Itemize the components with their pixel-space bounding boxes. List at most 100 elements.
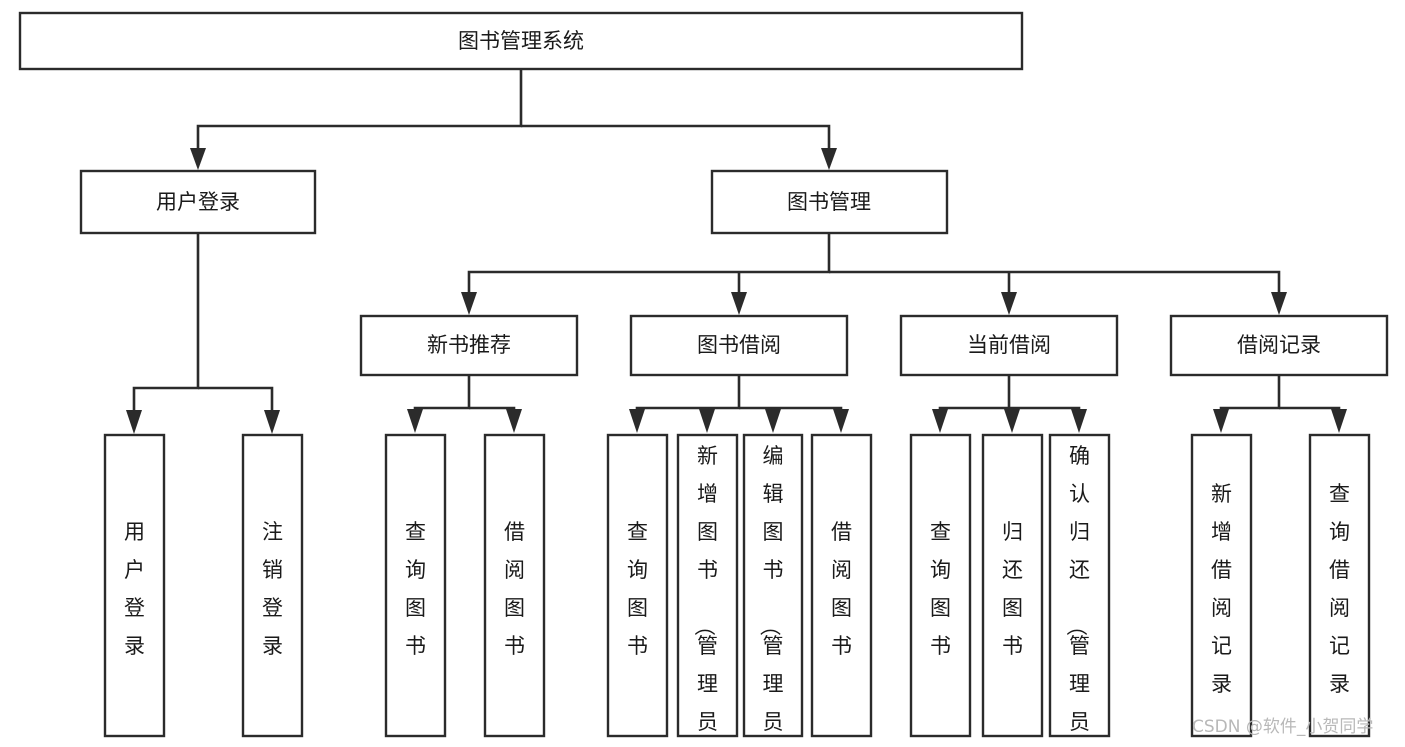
leaf-node-label: 编辑图书（管理员） xyxy=(758,444,784,747)
arrowhead-leaf-confirm-return xyxy=(1071,409,1087,433)
leaf-node-box xyxy=(1308,433,1371,738)
watermark-label: CSDN @软件_小贺同学 xyxy=(1192,717,1373,737)
leaf-node[interactable]: 查询借阅记录 xyxy=(1308,433,1371,738)
connector-root-to-book-management xyxy=(521,124,831,148)
node-new-book-recommend[interactable]: 新书推荐 xyxy=(359,314,579,377)
connector-group-root xyxy=(190,69,837,170)
leaf-node-layer: 用户登录 注销登录 查询图书 借阅图书 查询图书 新增图书（管理员） 编辑图书（管理员） 借阅… xyxy=(103,433,1371,747)
arrowhead-leaf-add-book xyxy=(699,409,715,433)
connector-br-to-query-record xyxy=(1279,406,1341,414)
arrowhead-leaf-query-book-1 xyxy=(407,409,423,433)
connector-group-current-borrow xyxy=(932,375,1087,433)
connector-nbr-to-query-book xyxy=(413,375,471,414)
node-user-login-label: 用户登录 xyxy=(156,190,240,214)
node-borrow-record[interactable]: 借阅记录 xyxy=(1169,314,1389,377)
connector-userlogin-to-leaf1 xyxy=(132,233,200,412)
leaf-node-label: 借阅图书 xyxy=(504,520,525,658)
leaf-node[interactable]: 新增图书（管理员） xyxy=(676,433,739,747)
arrowhead-leaf-query-book-3 xyxy=(932,409,948,433)
leaf-node-label: 借阅图书 xyxy=(831,520,852,658)
leaf-node[interactable]: 新增借阅记录 xyxy=(1190,433,1253,738)
connector-cb-to-query-book xyxy=(938,375,1011,414)
connector-userlogin-to-leaf2 xyxy=(198,386,274,412)
node-book-management-label: 图书管理 xyxy=(787,190,871,214)
leaf-node-label: 确认归还（管理员） xyxy=(1064,444,1090,747)
leaf-node-box xyxy=(981,433,1044,738)
node-user-login[interactable]: 用户登录 xyxy=(79,169,317,235)
leaf-node[interactable]: 借阅图书 xyxy=(483,433,546,738)
leaf-node-box xyxy=(1048,433,1111,738)
node-new-book-recommend-box xyxy=(359,314,579,377)
arrowhead-leaf-edit-book xyxy=(765,409,781,433)
arrowhead-leaf-logout xyxy=(264,410,280,434)
connector-root-to-user-login xyxy=(196,69,523,148)
node-book-borrow-label: 图书借阅 xyxy=(697,333,781,357)
leaf-node-label: 用户登录 xyxy=(124,520,145,658)
connector-bm-to-new-book xyxy=(467,233,831,294)
arrowhead-leaf-user-login xyxy=(126,410,142,434)
leaf-node[interactable]: 查询图书 xyxy=(909,433,972,738)
node-book-borrow[interactable]: 图书借阅 xyxy=(629,314,849,377)
arrowhead-leaf-return-book xyxy=(1004,409,1020,433)
leaf-node[interactable]: 借阅图书 xyxy=(810,433,873,738)
leaf-node[interactable]: 用户登录 xyxy=(103,433,166,738)
leaf-node-label: 新增图书（管理员） xyxy=(692,444,718,747)
node-book-management[interactable]: 图书管理 xyxy=(710,169,949,235)
connector-group-new-book-recommend xyxy=(407,375,522,433)
node-borrow-record-box xyxy=(1169,314,1389,377)
leaf-node-label: 查询借阅记录 xyxy=(1329,482,1350,696)
leaf-node-label: 查询图书 xyxy=(627,520,648,658)
leaf-node-label: 归还图书 xyxy=(1002,520,1023,658)
node-borrow-record-label: 借阅记录 xyxy=(1237,333,1321,357)
connector-group-borrow-record xyxy=(1213,375,1347,433)
leaf-node[interactable]: 归还图书 xyxy=(981,433,1044,738)
arrowhead-book-management xyxy=(821,148,837,170)
arrowhead-book-borrow xyxy=(731,292,747,315)
node-current-borrow[interactable]: 当前借阅 xyxy=(899,314,1119,377)
node-title-box xyxy=(18,11,1024,71)
leaf-node-box xyxy=(384,433,447,738)
leaf-node[interactable]: 注销登录 xyxy=(241,433,304,738)
leaf-node-box xyxy=(676,433,739,738)
node-book-management-box xyxy=(710,169,949,235)
arrowhead-leaf-query-record xyxy=(1331,409,1347,433)
arrowhead-borrow-record xyxy=(1271,292,1287,315)
leaf-node-box xyxy=(103,433,166,738)
leaf-node[interactable]: 查询图书 xyxy=(606,433,669,738)
leaf-node-box xyxy=(241,433,304,738)
connector-group-user-login xyxy=(126,233,280,434)
leaf-node-box xyxy=(1190,433,1253,738)
leaf-node[interactable]: 确认归还（管理员） xyxy=(1048,433,1111,747)
arrowhead-leaf-add-record xyxy=(1213,409,1229,433)
node-new-book-recommend-label: 新书推荐 xyxy=(427,333,511,357)
connector-bb-to-query-book xyxy=(635,375,741,414)
leaf-node-box xyxy=(909,433,972,738)
leaf-node-label: 查询图书 xyxy=(405,520,426,658)
node-title-label: 图书管理系统 xyxy=(458,29,584,53)
leaf-node-box xyxy=(742,433,804,738)
node-title[interactable]: 图书管理系统 xyxy=(18,11,1024,71)
node-current-borrow-box xyxy=(899,314,1119,377)
connector-group-book-borrow xyxy=(629,375,849,433)
connector-bb-to-borrow-book xyxy=(739,406,843,414)
connector-group-book-management xyxy=(461,233,1287,315)
connector-cb-to-confirm-return xyxy=(1009,406,1081,414)
node-book-borrow-box xyxy=(629,314,849,377)
leaf-node-label: 新增借阅记录 xyxy=(1211,482,1232,696)
leaf-node-box xyxy=(606,433,669,738)
leaf-node[interactable]: 查询图书 xyxy=(384,433,447,738)
arrowhead-leaf-query-book-2 xyxy=(629,409,645,433)
leaf-node-label: 注销登录 xyxy=(262,520,283,658)
leaf-node-label: 查询图书 xyxy=(930,520,951,658)
node-user-login-box xyxy=(79,169,317,235)
arrowhead-leaf-borrow-book-1 xyxy=(506,409,522,433)
arrowhead-new-book-recommend xyxy=(461,292,477,315)
leaf-node[interactable]: 编辑图书（管理员） xyxy=(742,433,804,747)
arrowhead-leaf-borrow-book-2 xyxy=(833,409,849,433)
leaf-node-box xyxy=(483,433,546,738)
node-current-borrow-label: 当前借阅 xyxy=(967,333,1051,357)
connector-bm-to-borrow-record xyxy=(829,270,1281,294)
leaf-node-box xyxy=(810,433,873,738)
arrowhead-current-borrow xyxy=(1001,292,1017,315)
